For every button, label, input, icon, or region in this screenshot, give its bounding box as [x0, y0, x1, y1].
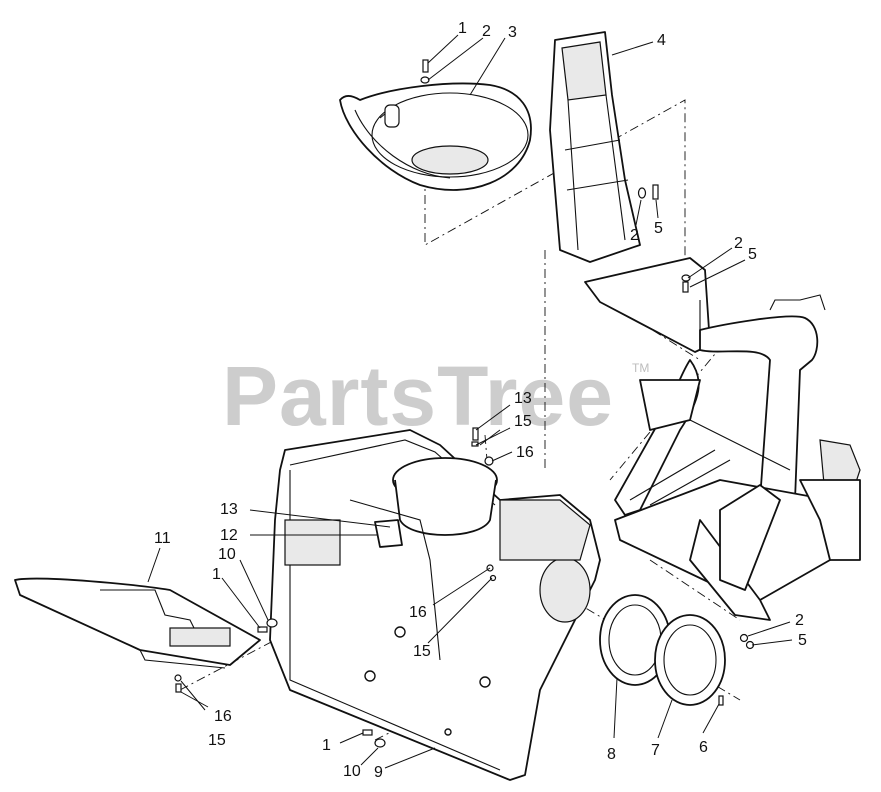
- hardware-fasteners: [174, 59, 755, 748]
- callout-15-mid: 15: [413, 643, 431, 660]
- bracket-part-12: [374, 519, 403, 548]
- leader-lines: [147, 34, 793, 769]
- callout-15-top: 15: [514, 413, 532, 430]
- callout-labels: 1 2 3 4 2 5 2 5 13 15 16 13 12 11 10 1 1…: [154, 20, 807, 781]
- callout-8: 8: [607, 746, 616, 763]
- callout-1-bottom: 1: [322, 737, 331, 754]
- callout-10-left: 10: [218, 546, 236, 563]
- watermark-trademark: TM: [632, 361, 649, 375]
- callout-12: 12: [220, 527, 238, 544]
- deflector-part-11: [14, 577, 261, 669]
- callout-16-mid: 16: [409, 604, 427, 621]
- callout-6: 6: [699, 739, 708, 756]
- callout-16-top: 16: [516, 444, 534, 461]
- callout-11: 11: [154, 530, 171, 547]
- callout-5-frame: 5: [748, 246, 757, 263]
- callout-1-left: 1: [212, 566, 221, 583]
- callout-10-bottom: 10: [343, 763, 361, 780]
- callout-5-chute: 5: [654, 220, 663, 237]
- callout-3: 3: [508, 24, 517, 41]
- callout-4: 4: [657, 32, 666, 49]
- callout-13-left: 13: [220, 501, 238, 518]
- watermark-text: PartsTree: [222, 349, 614, 443]
- callout-2-bottom: 2: [795, 612, 804, 629]
- discharge-chute-part-4: [549, 31, 641, 263]
- impeller-housing-part-3: [339, 82, 532, 191]
- callout-7: 7: [651, 742, 660, 759]
- auger-housing-part-9: [269, 429, 601, 781]
- callout-2-frame: 2: [734, 235, 743, 252]
- callout-16-bottom: 16: [214, 708, 232, 725]
- callout-13-top: 13: [514, 390, 532, 407]
- callout-9: 9: [374, 764, 383, 781]
- plate-part-7: [654, 614, 726, 706]
- callout-2-top: 2: [482, 23, 491, 40]
- frame-assembly: [584, 257, 861, 621]
- callout-1-top: 1: [458, 20, 467, 37]
- callout-2-chute: 2: [630, 227, 639, 244]
- callout-5-bottom: 5: [798, 632, 807, 649]
- callout-15-bottom: 15: [208, 732, 226, 749]
